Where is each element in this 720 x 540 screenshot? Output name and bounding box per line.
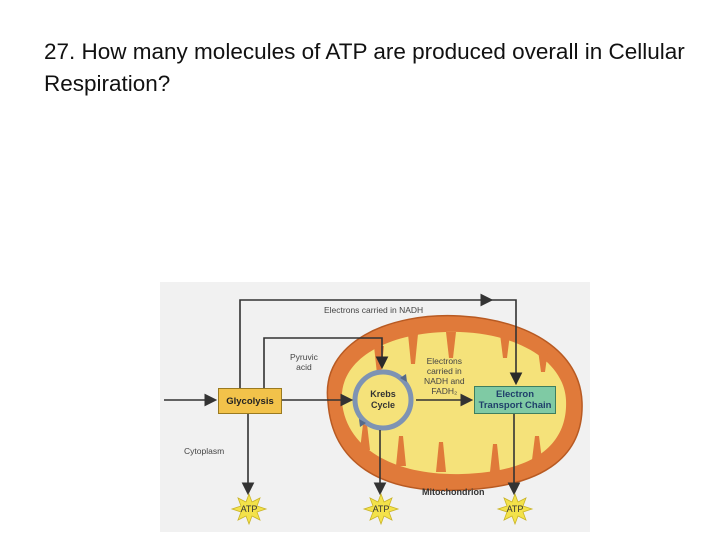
label-electrons-nadh: Electrons carried in NADH bbox=[324, 305, 424, 315]
electron-transport-chain-box: Electron Transport Chain bbox=[474, 386, 556, 414]
krebs-cycle-ring bbox=[352, 369, 414, 431]
arrow-nadh bbox=[239, 293, 494, 388]
question-text: 27. How many molecules of ATP are produc… bbox=[44, 39, 685, 96]
diagram-graphics bbox=[164, 293, 583, 526]
atp-krebs: ATP bbox=[366, 494, 396, 524]
atp-etc: ATP bbox=[500, 494, 530, 524]
krebs-cycle-label: Krebs Cycle bbox=[370, 389, 396, 410]
atp-burst-krebs bbox=[362, 492, 400, 526]
label-electrons-nadh-fadh2: Electrons carried in NADH and FADH₂ bbox=[424, 356, 465, 396]
atp-krebs-label: ATP bbox=[372, 504, 390, 514]
mitochondrion-inner bbox=[341, 331, 567, 475]
atp-burst-glycolysis bbox=[230, 492, 268, 526]
atp-burst-etc bbox=[496, 492, 534, 526]
label-cytoplasm: Cytoplasm bbox=[184, 446, 225, 456]
atp-glycolysis: ATP bbox=[234, 494, 264, 524]
cellular-respiration-diagram: Electrons carried in NADH Pyruvic acid E… bbox=[160, 282, 590, 532]
label-mitochondrion: Mitochondrion bbox=[422, 487, 485, 497]
arrow-pyruvic-acid bbox=[263, 337, 389, 388]
glycolysis-box: Glycolysis bbox=[218, 388, 282, 414]
atp-glycolysis-label: ATP bbox=[240, 504, 258, 514]
atp-etc-label: ATP bbox=[506, 504, 524, 514]
label-pyruvic-acid: Pyruvic acid bbox=[290, 352, 318, 372]
